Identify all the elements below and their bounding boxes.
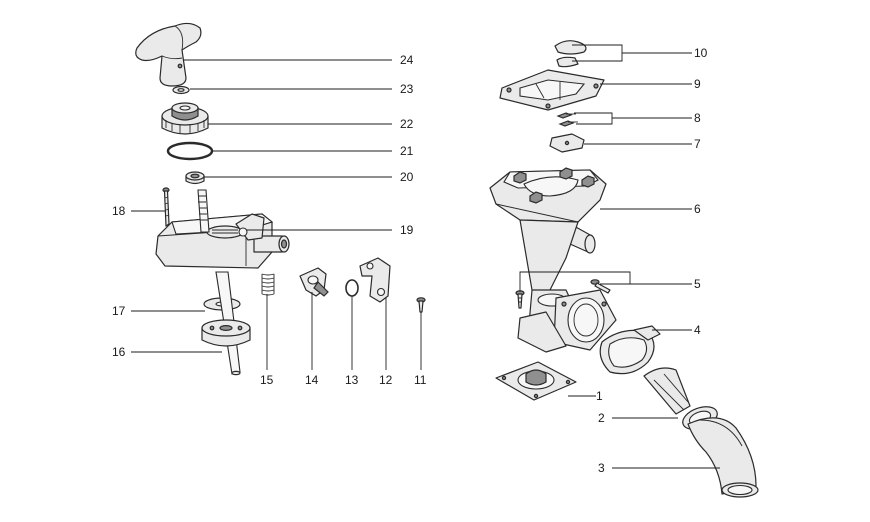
part-gland-nut bbox=[161, 102, 209, 135]
callout-7: 7 bbox=[694, 137, 701, 151]
callout-8: 8 bbox=[694, 111, 701, 125]
callout-14: 14 bbox=[305, 373, 319, 387]
part-long-bolt bbox=[162, 187, 170, 227]
part-elbow-fitting bbox=[687, 417, 759, 498]
part-pump-housing bbox=[155, 213, 290, 269]
part-valve-flaps bbox=[554, 40, 587, 68]
part-spring bbox=[261, 273, 275, 296]
callout-9: 9 bbox=[694, 77, 701, 91]
callout-22: 22 bbox=[400, 117, 414, 131]
part-seal-bushing bbox=[185, 171, 205, 185]
callout-19: 19 bbox=[400, 223, 414, 237]
callout-15: 15 bbox=[260, 373, 274, 387]
callout-13: 13 bbox=[345, 373, 359, 387]
callout-16: 16 bbox=[112, 345, 126, 359]
part-o-ring bbox=[166, 141, 214, 161]
part-small-screw bbox=[416, 297, 426, 313]
callout-10: 10 bbox=[694, 46, 708, 60]
leader-5-bracket bbox=[519, 271, 631, 292]
callout-23: 23 bbox=[400, 82, 414, 96]
callout-5: 5 bbox=[694, 277, 701, 291]
part-screws-pair bbox=[556, 112, 578, 127]
part-link-bracket bbox=[359, 257, 391, 303]
callout-24: 24 bbox=[400, 53, 414, 67]
part-t-handle bbox=[135, 22, 202, 87]
leader-lines bbox=[131, 44, 720, 469]
part-small-washer bbox=[172, 85, 190, 95]
callout-21: 21 bbox=[400, 144, 414, 158]
callout-3: 3 bbox=[598, 461, 605, 475]
callout-18: 18 bbox=[112, 204, 126, 218]
callout-1: 1 bbox=[596, 389, 603, 403]
part-valve-lever bbox=[299, 267, 329, 297]
part-foot-plate bbox=[495, 361, 577, 401]
callout-11: 11 bbox=[414, 373, 427, 387]
part-small-plate bbox=[549, 133, 585, 153]
part-small-o-ring bbox=[345, 279, 359, 297]
part-plunger bbox=[201, 271, 251, 376]
part-mount-screws bbox=[515, 279, 611, 309]
callout-17: 17 bbox=[112, 304, 126, 318]
callout-6: 6 bbox=[694, 202, 701, 216]
part-gasket-plate bbox=[499, 69, 605, 111]
part-piston-rod bbox=[197, 189, 210, 233]
callout-4: 4 bbox=[694, 323, 701, 337]
callout-12: 12 bbox=[379, 373, 393, 387]
callout-20: 20 bbox=[400, 170, 414, 184]
callout-labels: 24 23 22 21 20 18 19 17 16 15 14 13 12 1… bbox=[112, 46, 708, 475]
part-pump-base-body bbox=[489, 167, 617, 353]
part-clamp-ring bbox=[599, 325, 661, 375]
callout-2: 2 bbox=[598, 411, 605, 425]
leader-8-bracket bbox=[574, 112, 613, 125]
